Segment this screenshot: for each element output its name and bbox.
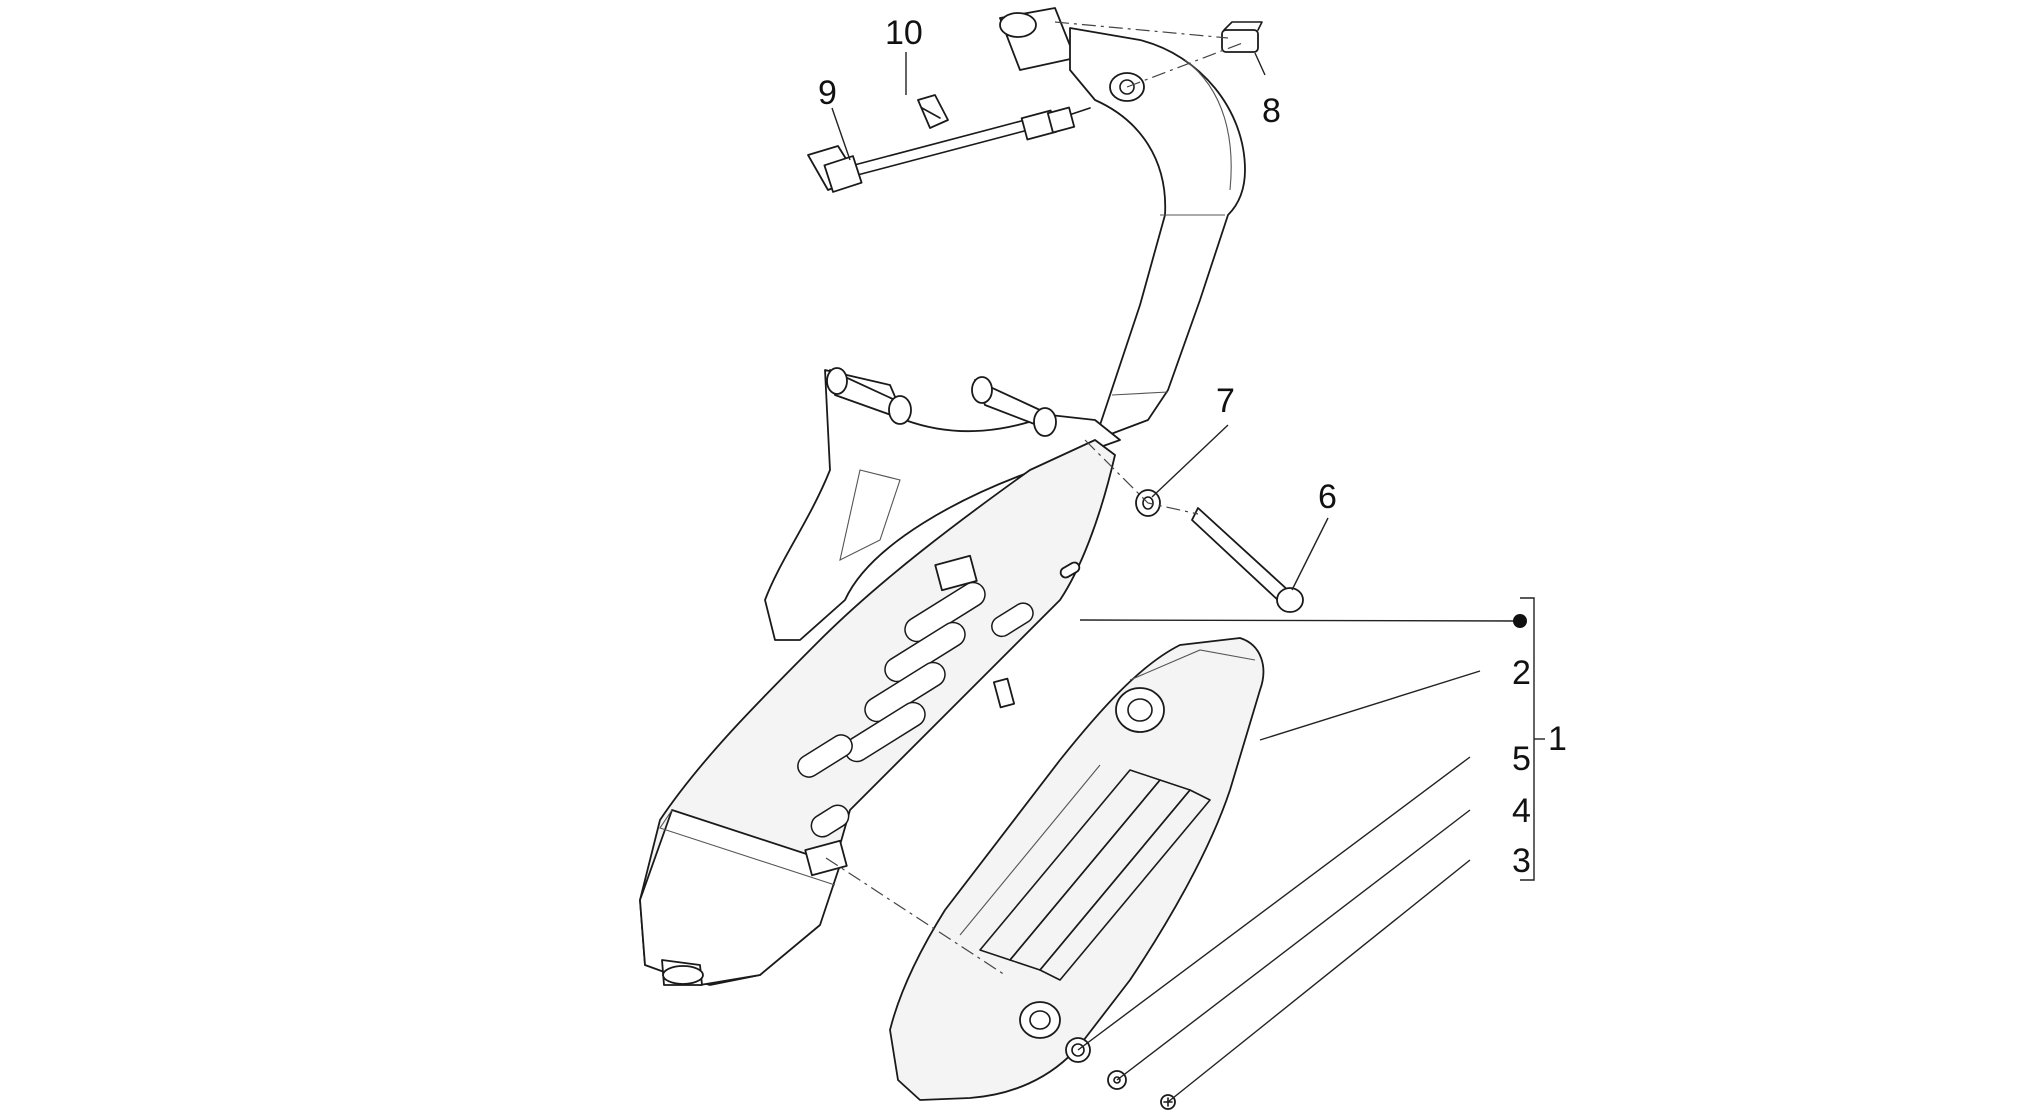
label-part-1: 1 <box>1548 720 1567 758</box>
label-part-9: 9 <box>818 74 837 112</box>
label-part-6: 6 <box>1318 478 1337 516</box>
exhaust-header-pipe <box>999 7 1246 441</box>
oxygen-sensor-part-9 <box>807 106 1091 193</box>
label-part-10: 10 <box>885 14 923 52</box>
reference-dot <box>1513 614 1527 628</box>
part-labels: 10 9 8 7 6 2 1 5 4 3 <box>818 14 1567 880</box>
leader-lines <box>831 52 1545 1103</box>
alignment-lines <box>825 21 1246 976</box>
sleeve-part-8 <box>1221 21 1263 53</box>
label-part-3: 3 <box>1512 842 1531 880</box>
muffler-body <box>639 367 1121 986</box>
heat-shield-part-2 <box>889 637 1265 1101</box>
label-part-8: 8 <box>1262 92 1281 130</box>
label-part-5: 5 <box>1512 740 1531 778</box>
clip-part-10 <box>917 94 949 129</box>
label-part-4: 4 <box>1512 792 1531 830</box>
label-part-2: 2 <box>1512 654 1531 692</box>
bolt-part-6 <box>1191 507 1304 613</box>
label-part-7: 7 <box>1216 382 1235 420</box>
